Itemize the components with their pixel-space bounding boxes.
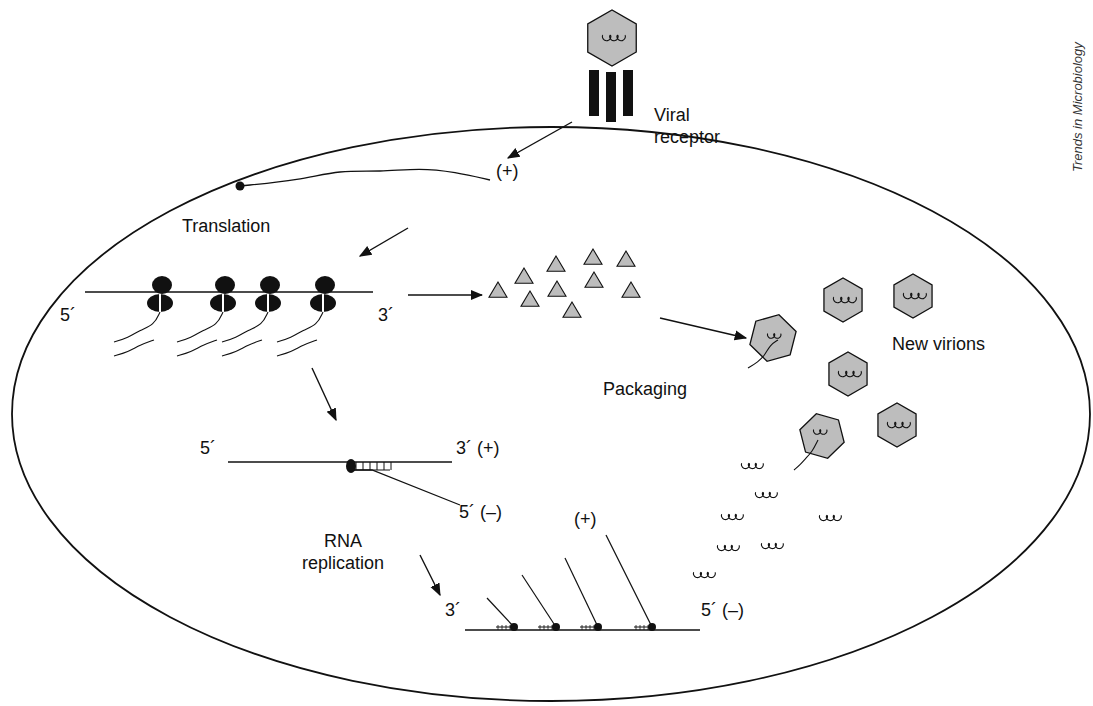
process-label: Translation (182, 215, 270, 237)
replication-complex (228, 459, 460, 505)
receptor-label: Viral receptor (654, 104, 734, 148)
process-label: New virions (892, 333, 985, 355)
strand-end: 3´ (445, 599, 461, 621)
rna-genome-coil (693, 463, 841, 577)
strand-polarity: (+) (496, 160, 519, 182)
virion (588, 10, 636, 66)
translating-mrna (85, 276, 373, 356)
process-label: Packaging (603, 378, 687, 400)
minus-strand-template (465, 535, 700, 631)
strand-end: 5´ (60, 304, 76, 326)
capsid-protein (489, 249, 640, 317)
strand-end: 5´ (200, 437, 216, 459)
strand-end: 3´ (378, 304, 394, 326)
viral-receptor (589, 70, 633, 122)
strand-end: 5´ (–) (701, 599, 744, 621)
strand-end: 5´ (–) (459, 501, 502, 523)
new-virion (748, 274, 932, 470)
process-label: RNA replication (288, 530, 398, 574)
process-arrow (312, 122, 746, 595)
watermark: Trends in Microbiology (1067, 42, 1089, 172)
strand-end: 3´ (+) (456, 437, 500, 459)
genomic-rna (236, 169, 491, 190)
cell-outline (12, 127, 1090, 701)
strand-polarity: (+) (574, 508, 597, 530)
